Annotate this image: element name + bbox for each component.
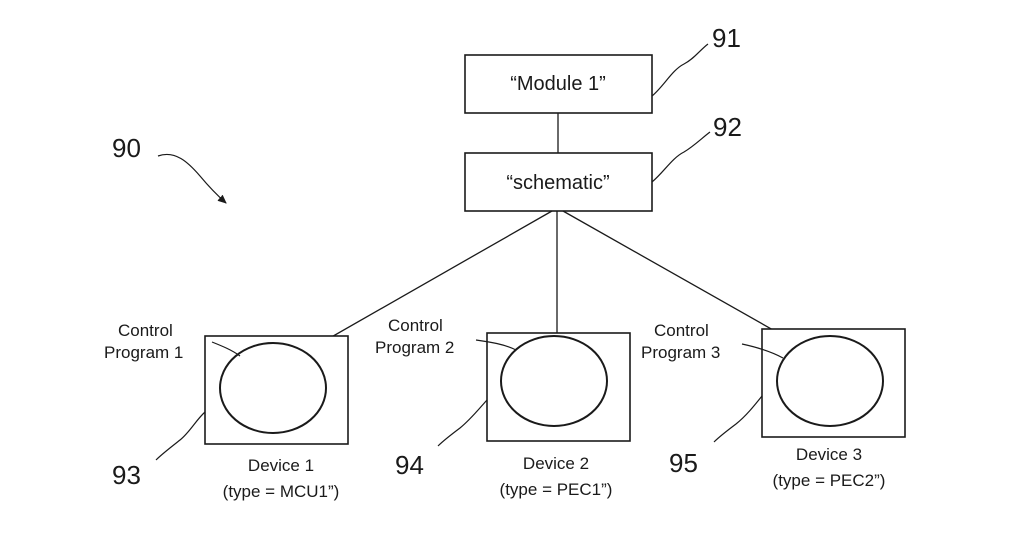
device-1-ref-label: 93 [112,460,141,490]
device-2-ref-label: 94 [395,450,424,480]
control-program-3-leader [741,343,784,359]
module-ref-label: 91 [712,23,741,53]
control-program-2-line2: Program 2 [375,338,454,357]
device-3-ref-leader [713,395,763,443]
control-program-1-circle [219,342,327,434]
device-3-ref-label: 95 [669,448,698,478]
schematic-label: “schematic” [506,172,609,194]
schematic-ref-label: 92 [713,112,742,142]
device-3-type: (type = PEC2”) [773,471,886,490]
device-3: Control Program 3 Device 3 (type = PEC2”… [641,321,906,490]
module-ref-leader [651,43,709,97]
control-program-2-circle [500,335,608,427]
device-2-type: (type = PEC1”) [500,480,613,499]
control-program-1-line2: Program 1 [104,343,183,362]
control-program-2-leader [475,339,517,351]
figure-ref-label: 90 [112,133,141,163]
device-2-ref-leader [437,399,488,447]
device-2: Control Program 2 Device 2 (type = PEC1”… [375,316,631,499]
control-program-1-line1: Control [118,321,173,340]
control-program-3-circle [776,335,884,427]
schematic-node: “schematic” [464,152,653,212]
module-node: “Module 1” [464,54,653,114]
device-1-ref-leader [155,411,206,461]
device-3-name: Device 3 [796,445,862,464]
module-box [464,54,653,114]
control-program-1-leader [211,341,241,357]
device-2-name: Device 2 [523,454,589,473]
module-label: “Module 1” [510,73,606,95]
control-program-2-line1: Control [388,316,443,335]
schematic-box [464,152,653,212]
schematic-ref-leader [651,131,711,183]
control-program-3-line2: Program 3 [641,343,720,362]
device-1: Control Program 1 Device 1 (type = MCU1”… [104,321,349,501]
device-1-name: Device 1 [248,456,314,475]
control-program-3-line1: Control [654,321,709,340]
figure-ref-arrow [157,153,227,204]
device-1-type: (type = MCU1”) [223,482,340,501]
